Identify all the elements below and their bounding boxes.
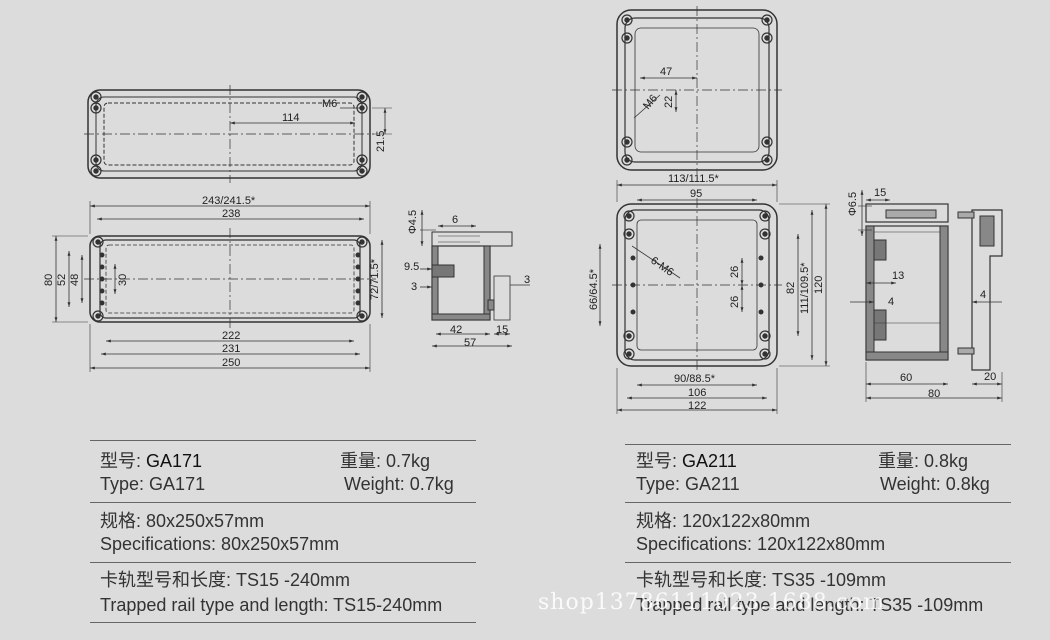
ga211-lid-top-view [612, 6, 782, 174]
left-model-cn: 型号: GA171 [100, 450, 202, 472]
dim-72: 72/71.5* [369, 258, 381, 300]
right-weight-en: Weight: 0.8kg [880, 474, 990, 494]
dim-238: 238 [222, 208, 240, 220]
dim-26a: 26 [729, 266, 741, 278]
right-weight-cn: 重量: 0.8kg [878, 451, 969, 471]
left-weight-en: Weight: 0.7kg [344, 474, 454, 494]
dim-52: 52 [56, 274, 68, 286]
dim-231: 231 [222, 343, 240, 355]
ga211-side-section [850, 190, 1003, 402]
dim-222: 222 [222, 330, 240, 342]
dim-60: 60 [900, 372, 912, 384]
dim-111: 111/109.5* [799, 262, 811, 314]
right-model-en-value: GA211 [685, 474, 740, 494]
dim-47: 47 [660, 66, 672, 78]
left-weight-cn: 重量: 0.7kg [340, 451, 431, 471]
left-spec-divider-top [90, 440, 476, 441]
left-spec-divider-mid1 [90, 502, 476, 503]
dim-21-5: 21.5 [375, 131, 387, 152]
left-rail-cn: 卡轨型号和长度: TS15 -240mm [100, 570, 351, 590]
left-model-en-value: GA171 [149, 474, 206, 494]
left-spec-en: Specifications: 80x250x57mm [100, 534, 340, 554]
dim-106: 106 [688, 387, 706, 399]
dim-6-m6: 6-M6 [648, 255, 675, 279]
right-spec-en: Specifications: 120x122x80mm [636, 534, 886, 554]
dim-22: 22 [663, 96, 675, 108]
right-spec-divider-mid1 [625, 502, 1011, 503]
dim-20: 20 [984, 371, 996, 383]
left-model-en-label: Type: [100, 474, 145, 494]
dim-120: 120 [813, 276, 825, 294]
ga211-base-top-view [598, 180, 830, 414]
left-rail-en: Trapped rail type and length: TS15-240mm [100, 595, 443, 615]
dim-80-right: 80 [928, 388, 940, 400]
dim-13: 13 [892, 270, 904, 282]
left-model-cn-label: 型号: [100, 451, 142, 471]
ga171-lid-top-view [84, 85, 392, 183]
ga171-side-section [420, 210, 530, 348]
dim-26b: 26 [729, 296, 741, 308]
dim-m6-left: M6 [322, 98, 337, 110]
dim-42: 42 [450, 324, 462, 336]
dim-phi4-5: Φ4.5 [407, 210, 419, 234]
left-spec-cn: 规格: 80x250x57mm [100, 511, 265, 531]
right-spec-divider-top [625, 444, 1011, 445]
right-model-en: Type: GA211 [636, 473, 740, 495]
right-model-cn-value: GA211 [682, 451, 737, 471]
dim-66: 66/64.5* [588, 268, 600, 310]
right-rail-cn: 卡轨型号和长度: TS35 -109mm [636, 570, 887, 590]
right-model-cn-label: 型号: [636, 451, 678, 471]
dim-9-5: 9.5 [404, 261, 419, 273]
dim-114: 114 [282, 112, 300, 124]
dim-82: 82 [785, 282, 797, 294]
right-spec-divider-mid2 [625, 562, 1011, 563]
dim-243: 243/241.5* [202, 195, 256, 207]
dim-48: 48 [69, 274, 81, 286]
dim-15-right: 15 [874, 187, 886, 199]
dim-250: 250 [222, 357, 240, 369]
left-spec-divider-mid2 [90, 562, 476, 563]
right-spec-cn: 规格: 120x122x80mm [636, 511, 811, 531]
left-spec-divider-bottom [90, 622, 476, 623]
left-model-en: Type: GA171 [100, 473, 205, 495]
dim-3b: 3 [524, 274, 530, 286]
dim-15-left: 15 [496, 324, 508, 336]
dim-4a: 4 [888, 296, 894, 308]
right-model-cn: 型号: GA211 [636, 450, 737, 472]
dim-6: 6 [452, 214, 458, 226]
dim-113: 113/111.5* [668, 173, 719, 185]
dim-57: 57 [464, 337, 476, 349]
ga171-base-top-view [52, 201, 384, 372]
right-model-en-label: Type: [636, 474, 681, 494]
dim-4b: 4 [980, 289, 986, 301]
dim-90: 90/88.5* [674, 373, 716, 385]
shop-watermark: shop13786111023.1688.com [538, 590, 886, 615]
dim-95: 95 [690, 188, 702, 200]
dim-122: 122 [688, 400, 706, 412]
dim-phi6-5: Φ6.5 [847, 192, 859, 216]
dim-80-left: 80 [43, 274, 55, 286]
right-rail-en: Trapped rail type and length: TS35 -109m… [636, 595, 984, 615]
dim-30: 30 [117, 274, 129, 286]
dim-3a: 3 [411, 281, 417, 293]
left-model-cn-value: GA171 [146, 451, 203, 471]
